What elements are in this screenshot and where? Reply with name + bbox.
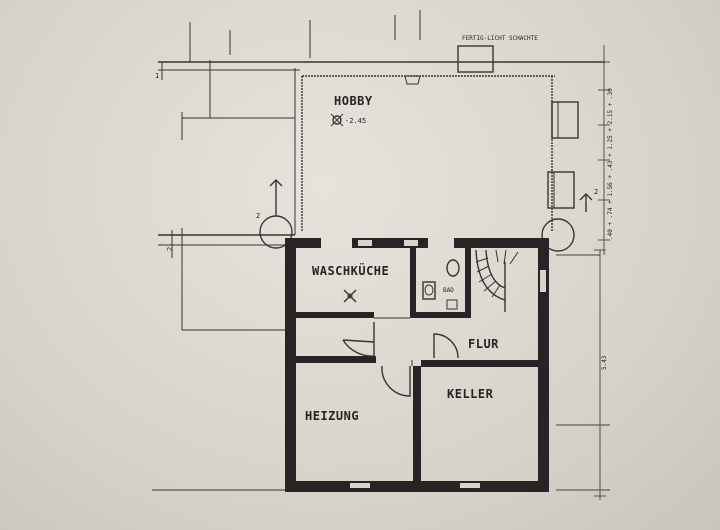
room-label-hobby: HOBBY bbox=[334, 94, 373, 108]
section-marker-right: 2 bbox=[541, 188, 598, 252]
room-label-bad: BAD bbox=[443, 287, 454, 294]
floor-drain-icon bbox=[343, 289, 357, 303]
section-label-left: 2 bbox=[256, 212, 260, 220]
toilet-icon bbox=[422, 281, 436, 300]
axis-mark-top: 1 bbox=[155, 72, 159, 80]
ceiling-light-icon bbox=[330, 113, 344, 127]
hobby-room-outline bbox=[301, 45, 579, 232]
room-label-keller: KELLER bbox=[447, 387, 494, 401]
site-outline bbox=[152, 10, 605, 491]
dimension-lines-right bbox=[556, 45, 610, 500]
light-shaft-right-bottom bbox=[547, 171, 575, 209]
light-shaft-label: FERTIG-LICHT SCHACHTE bbox=[462, 35, 538, 42]
light-shaft-top bbox=[457, 45, 494, 73]
sink-icon bbox=[446, 259, 460, 310]
windows bbox=[350, 240, 546, 488]
dimension-vertical-right: 5.43 bbox=[601, 355, 608, 370]
axis-marks-left: 1 2 bbox=[155, 62, 174, 258]
basement-walls bbox=[285, 238, 549, 492]
room-label-heizung: HEIZUNG bbox=[305, 409, 359, 423]
light-shaft-right-top bbox=[551, 101, 579, 139]
axis-mark-left: 2 bbox=[166, 247, 174, 251]
doors bbox=[342, 317, 459, 397]
room-label-flur: FLUR bbox=[468, 337, 499, 351]
room-height-hobby: -2.45 bbox=[345, 117, 366, 125]
staircase bbox=[475, 249, 519, 312]
dimension-stack-right: .40 + .74 + 1.56 + .43 + 1.25 + 2.15 + .… bbox=[607, 88, 614, 240]
section-label-right: 2 bbox=[594, 188, 598, 196]
room-label-waschkueche: WASCHKÜCHE bbox=[312, 263, 389, 278]
section-marker-left: 2 bbox=[256, 179, 293, 249]
